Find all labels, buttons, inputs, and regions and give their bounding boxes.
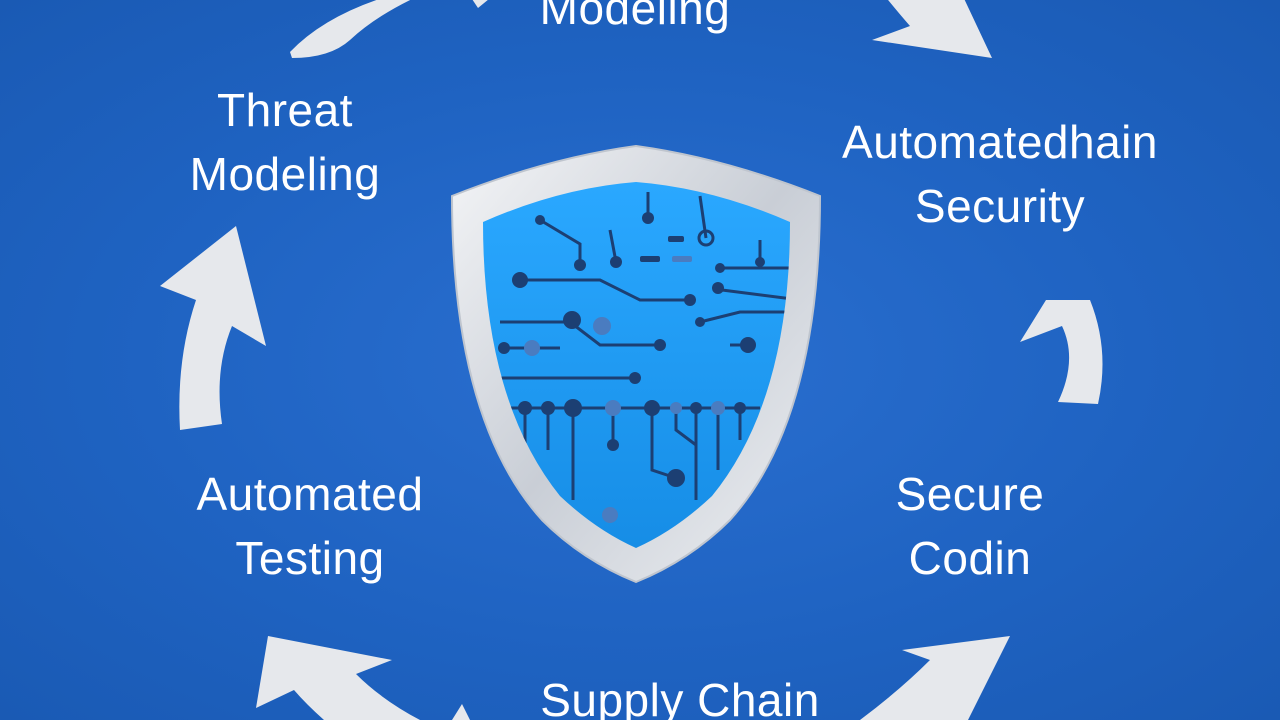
stage-label-bottom-right: Secure Codin (860, 462, 1080, 590)
cycle-arrow-icon (256, 636, 420, 720)
stage-label-line: Modeling (539, 0, 731, 34)
cycle-arrow-icon (860, 636, 1010, 720)
cycle-arrow-icon (452, 704, 470, 720)
cycle-arrow-icon (472, 0, 488, 8)
stage-label-line: Automated (196, 468, 424, 520)
stage-label-bottom: Supply Chain (500, 668, 860, 720)
stage-label-line: Supply Chain (540, 674, 820, 720)
stage-label-line: Testing (235, 532, 385, 584)
circuit-shield-icon (450, 144, 822, 584)
stage-label-line: Modeling (189, 148, 381, 200)
stage-label-line: Threat (217, 84, 353, 136)
cycle-arrows (160, 0, 1103, 720)
stage-label-top-right: Automatedhain Security (810, 110, 1190, 238)
stage-label-bottom-left: Automated Testing (160, 462, 460, 590)
stage-label-top-left: Threat Modeling (150, 78, 420, 206)
stage-label-line: Security (914, 180, 1086, 232)
cycle-arrow-icon (160, 226, 266, 430)
stage-label-line: Secure (895, 468, 1045, 520)
stage-label-top: Modeling (500, 0, 770, 40)
cycle-arrow-icon (290, 0, 411, 58)
cycle-arrow-icon (872, 0, 992, 58)
stage-label-line: Automatedhain (842, 116, 1158, 168)
stage-label-line: Codin (908, 532, 1032, 584)
cycle-arrow-icon (1020, 300, 1103, 404)
